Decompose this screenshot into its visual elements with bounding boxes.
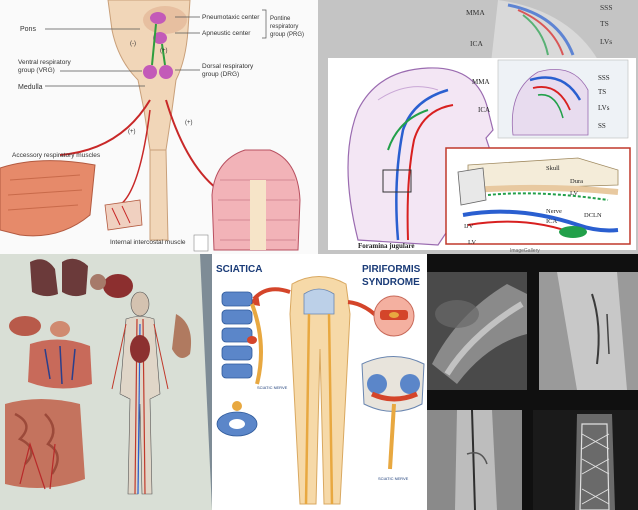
xray-upper-right bbox=[539, 272, 638, 390]
label-ss: SS bbox=[598, 122, 606, 130]
label-sciatic-nerve-left: SCIATIC NERVE bbox=[257, 385, 288, 390]
label-dclx: DCLN bbox=[584, 212, 602, 219]
title-sciatica: SCIATICA bbox=[216, 264, 262, 275]
anatomy-wall-chart[interactable] bbox=[0, 254, 212, 510]
label-lv-lower: LV bbox=[468, 239, 476, 246]
label-mma: MMA bbox=[472, 78, 490, 86]
xray-lower-left bbox=[427, 409, 522, 510]
xray-upper-left bbox=[427, 272, 527, 390]
label-lvs: LVs bbox=[598, 104, 610, 112]
anatomy-chart-figure bbox=[0, 254, 212, 510]
respiratory-control-diagram[interactable]: Pons Pneumotaxic center Apneustic center… bbox=[0, 0, 318, 254]
label-ica-inset: ICA bbox=[546, 218, 558, 225]
label-ica: ICA bbox=[478, 106, 490, 114]
label-ijv: IJV bbox=[464, 223, 474, 230]
label-pons: Pons bbox=[20, 26, 36, 33]
title-syndrome: SYNDROME bbox=[362, 277, 420, 288]
bg-label-lvs: LVs bbox=[600, 37, 612, 46]
xray-grid-figure bbox=[427, 254, 638, 510]
label-apneustic: Apneustic center bbox=[202, 30, 251, 37]
bg-label-sss: SSS bbox=[600, 3, 613, 12]
bg-label-ts: TS bbox=[600, 19, 609, 28]
label-minus: (-) bbox=[130, 41, 136, 47]
label-plus-left: (+) bbox=[128, 129, 136, 135]
label-lv-upper: LV bbox=[570, 190, 578, 197]
respiratory-diagram-figure: Pons Pneumotaxic center Apneustic center… bbox=[0, 0, 304, 252]
label-dura: Dura bbox=[570, 178, 583, 185]
label-medulla: Medulla bbox=[18, 84, 43, 91]
label-accessory-muscles: Accessory respiratory muscles bbox=[12, 152, 101, 159]
bg-label-mma: MMA bbox=[466, 8, 485, 17]
label-plus-upper: (+) bbox=[160, 48, 168, 54]
label-nerve: Nerve bbox=[546, 208, 562, 215]
bg-label-ica: ICA bbox=[470, 39, 484, 48]
xray-lower-right bbox=[533, 410, 638, 510]
sciatica-piriformis-diagram[interactable]: SCIATICA PIRIFORMIS SYNDROME SCIATIC NER… bbox=[212, 254, 427, 510]
label-foramina: Foramina jugulare bbox=[358, 242, 414, 250]
label-skull: Skull bbox=[546, 165, 560, 172]
venous-diagram-figure: MMA ICA SSS TS LVs MMA ICA SSS TS bbox=[318, 0, 638, 254]
label-ts: TS bbox=[598, 88, 606, 96]
xray-image-grid[interactable] bbox=[427, 254, 638, 510]
title-piriformis: PIRIFORMIS bbox=[362, 264, 421, 275]
label-sss: SSS bbox=[598, 74, 610, 82]
label-internal-intercostal: Internal intercostal muscle bbox=[110, 239, 186, 246]
label-pneumotaxic: Pneumotaxic center bbox=[202, 14, 260, 21]
label-plus-right: (+) bbox=[185, 120, 193, 126]
image-gallery-caption: ImageGallery bbox=[510, 248, 540, 254]
cerebral-venous-diagram[interactable]: MMA ICA SSS TS LVs MMA ICA SSS TS bbox=[318, 0, 638, 254]
sciatica-diagram-figure: SCIATICA PIRIFORMIS SYNDROME SCIATIC NER… bbox=[212, 254, 427, 510]
label-sciatic-nerve-right: SCIATIC NERVE bbox=[378, 476, 409, 481]
